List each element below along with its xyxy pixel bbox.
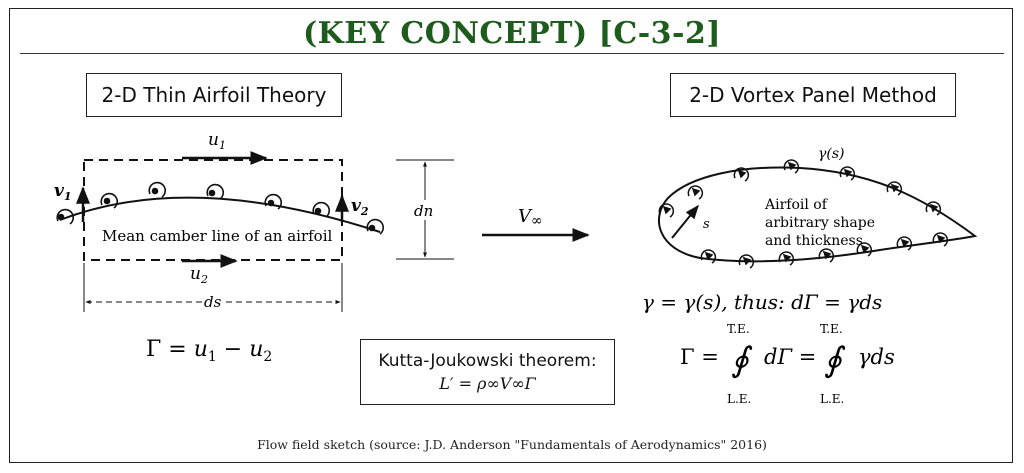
airfoil-text-line3: and thickness [765,233,863,249]
page-title: (KEY CONCEPT) [C-3-2] [302,16,722,51]
integral-1-sign: ∮ [731,340,753,380]
panel-vortices [658,159,949,269]
camber-line-label: Mean camber line of an airfoil [102,227,333,245]
vortex-icon [206,183,225,200]
vortex-icon [925,201,942,216]
camber-line [59,196,381,233]
vortex-icon [658,203,675,218]
title-divider [20,53,1004,54]
circulation-integral-mid: dΓ = [764,345,816,369]
vortex-icon [264,193,283,210]
vortex-icon [700,249,717,264]
vortex-panel-heading: 2-D Vortex Panel Method [670,73,956,117]
gamma-s-label: γ(s) [818,146,844,162]
airfoil-text-line2: arbitrary shape [765,215,875,231]
vortex-icon [687,185,704,200]
vortex-icon [733,167,750,182]
integral-2-sign: ∮ [824,340,846,380]
vortex-icon [886,181,903,196]
vortex-icon [312,201,331,218]
vortex-icon [896,236,913,251]
ds-label: ds [204,293,222,311]
thin-airfoil-heading-text: 2-D Thin Airfoil Theory [101,83,327,107]
vortex-icon [738,254,755,269]
kutta-joukowski-box: Kutta-Joukowski theorem: L′ = ρ∞V∞Γ [360,339,615,405]
vortex-icon [932,232,949,247]
vortex-icon [56,208,75,225]
integral-2-lower-limit: L.E. [820,392,844,406]
source-caption: Flow field sketch (source: J.D. Anderson… [257,437,767,452]
u1-label: u1 [208,130,226,152]
u2-label: u2 [190,264,208,286]
airfoil-text-line1: Airfoil of [764,197,829,213]
integral-2-upper-limit: T.E. [820,322,843,336]
camber-vortices [56,181,385,235]
integral-1-lower-limit: L.E. [727,392,751,406]
s-direction-arrow [671,204,699,239]
gamma-distribution-equation: γ = γ(s), thus: dΓ = γds [642,290,882,314]
v1-label: v1 [54,181,72,203]
airfoil-outline [658,166,978,263]
thin-airfoil-heading: 2-D Thin Airfoil Theory [86,73,342,117]
kutta-joukowski-equation: L′ = ρ∞V∞Γ [439,374,536,393]
v2-label: v2 [351,196,369,218]
freestream-label: V∞ [518,206,543,229]
vortex-panel-heading-text: 2-D Vortex Panel Method [689,83,937,107]
vortex-icon [839,166,856,181]
vortex-icon [856,242,873,257]
vortex-icon [100,192,119,209]
circulation-integral-rhs: γds [858,345,895,369]
circulation-integral-lhs: Γ = [680,345,719,369]
s-label: s [703,217,710,232]
dn-label: dn [414,202,433,220]
vortex-icon [783,159,800,174]
circulation-equation: Γ = u1 − u2 [146,337,272,365]
kutta-joukowski-title: Kutta-Joukowski theorem: [378,351,597,371]
vortex-icon [818,248,835,263]
integral-1-upper-limit: T.E. [727,322,750,336]
vortex-icon [148,181,167,198]
figure-frame [9,8,1013,463]
vortex-icon [366,218,385,235]
vortex-icon [778,251,795,266]
